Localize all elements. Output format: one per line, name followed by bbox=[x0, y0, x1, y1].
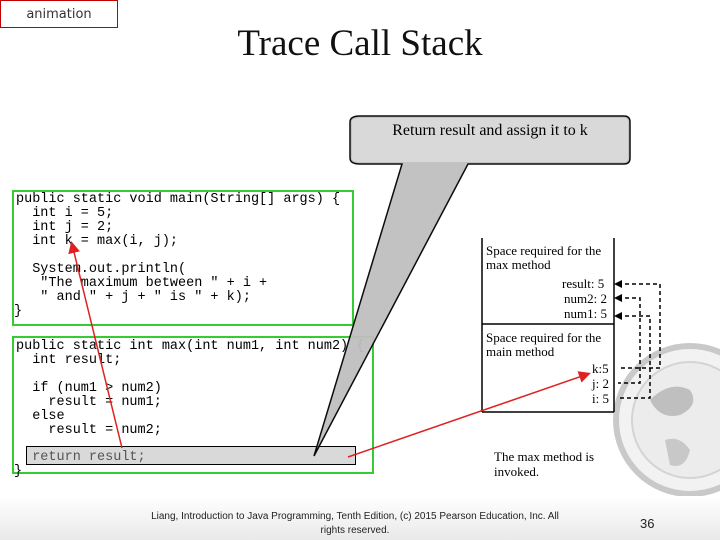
page-number: 36 bbox=[640, 516, 654, 531]
copyright-line-2: rights reserved. bbox=[140, 524, 570, 538]
copyright-line-1: Liang, Introduction to Java Programming,… bbox=[140, 510, 570, 524]
copyright-notice: Liang, Introduction to Java Programming,… bbox=[140, 510, 570, 538]
